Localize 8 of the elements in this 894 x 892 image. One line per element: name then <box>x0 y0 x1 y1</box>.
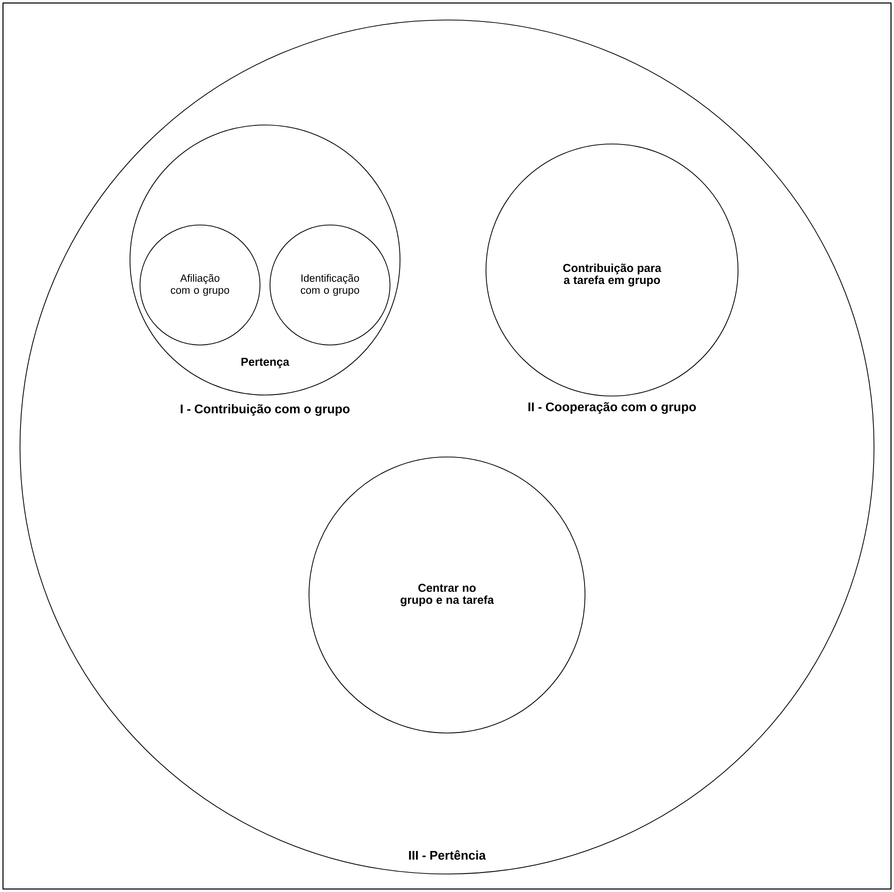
circle-label: Centrar no grupo e na tarefa <box>400 584 494 606</box>
circle-label: Identificação com o grupo <box>300 274 360 296</box>
circle-label: Afiliação com o grupo <box>170 274 230 296</box>
circle-label: Pertença <box>241 358 290 368</box>
heading: II - Cooperação com o grupo <box>528 402 696 414</box>
circle-label: Contribuição para a tarefa em grupo <box>563 264 662 286</box>
heading: III - Pertência <box>409 850 486 860</box>
heading: I - Contribuição com o grupo <box>180 404 350 416</box>
